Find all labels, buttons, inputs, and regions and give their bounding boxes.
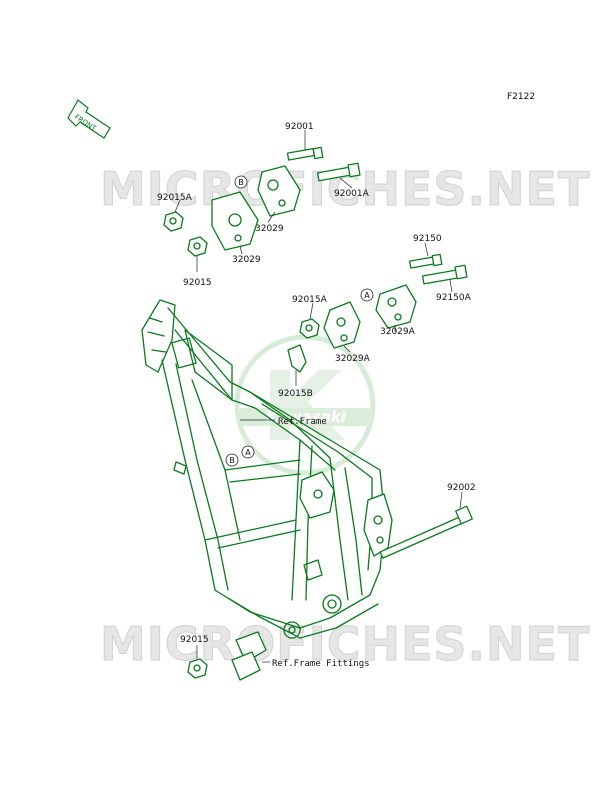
nut-92015-bottom — [187, 658, 208, 679]
bracket-32029a-front — [323, 301, 361, 349]
nut-92015a-top — [163, 211, 184, 232]
nut-92015a-mid — [299, 318, 320, 339]
bolt-92001a — [316, 162, 361, 182]
part-label-32029-mid: 32029 — [255, 224, 284, 234]
bolt-92150 — [409, 253, 443, 269]
part-label-32029a: 32029A — [380, 327, 416, 337]
marker-a-frame — [241, 445, 255, 459]
marker-a-frame-text: A — [245, 448, 251, 457]
collar-92015b — [287, 344, 307, 373]
part-label-92015-bottom: 92015 — [180, 635, 209, 645]
logo-text: Kawasaki — [266, 408, 347, 426]
part-label-92015b: 92015B — [278, 389, 313, 399]
part-label-92002: 92002 — [447, 483, 476, 493]
front-arrow-icon: FRONT — [67, 99, 111, 139]
bolt-92002 — [379, 505, 473, 559]
marker-b-top — [234, 175, 248, 189]
part-label-92015a-top: 92015A — [157, 193, 193, 203]
bolt-92150a — [421, 264, 468, 285]
ref-frame-fittings-label: Ref.Frame Fittings — [272, 659, 370, 669]
frame-fitting-bracket — [231, 631, 267, 681]
part-label-92015a-mid: 92015A — [292, 295, 328, 305]
bracket-32029-rear — [257, 165, 301, 217]
figure-code: F2122 — [507, 92, 535, 102]
marker-b-frame — [225, 453, 239, 467]
part-label-32029a-low: 32029A — [335, 354, 371, 364]
motorcycle-frame — [141, 299, 393, 639]
part-label-32029-low: 32029 — [232, 255, 261, 265]
bracket-32029-front — [211, 191, 259, 251]
part-label-92001a: 92001A — [334, 189, 370, 199]
bracket-32029a-rear — [375, 284, 417, 329]
part-label-92150: 92150 — [413, 234, 442, 244]
marker-a-mid — [360, 288, 374, 302]
marker-b-top-text: B — [238, 178, 244, 187]
part-label-92150a: 92150A — [436, 293, 472, 303]
bolt-92001 — [286, 146, 324, 161]
part-label-92001: 92001 — [285, 122, 314, 132]
part-label-92015-top: 92015 — [183, 278, 212, 288]
ref-frame-label: Ref.Frame — [278, 417, 327, 427]
marker-b-frame-text: B — [229, 456, 235, 465]
watermark-bottom: MICROFICHES.NET — [100, 617, 590, 671]
marker-a-mid-text: A — [364, 291, 370, 300]
nut-92015-top — [187, 236, 208, 257]
